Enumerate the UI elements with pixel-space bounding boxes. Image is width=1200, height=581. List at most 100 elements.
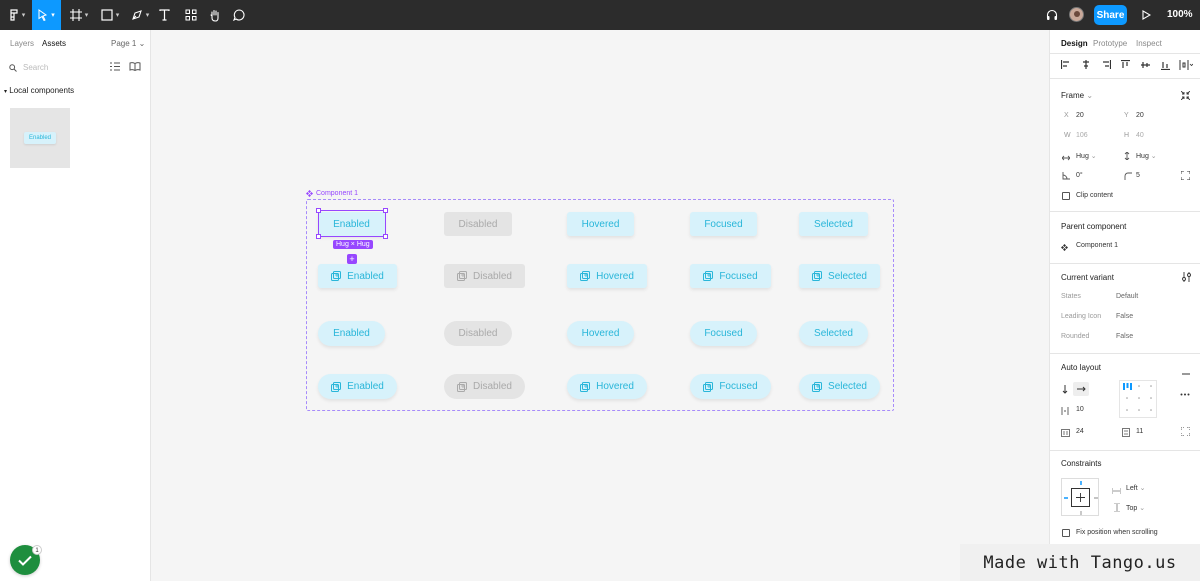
- list-view-icon[interactable]: [110, 62, 120, 74]
- variant-button-enabled[interactable]: Enabled: [318, 264, 397, 288]
- variant-button-disabled[interactable]: Disabled: [444, 264, 525, 288]
- variant-button-enabled[interactable]: Enabled: [318, 212, 385, 236]
- audio-headphones-button[interactable]: [1044, 0, 1060, 30]
- variant-button-selected[interactable]: Selected: [799, 321, 868, 346]
- resources-tool-button[interactable]: [182, 0, 200, 30]
- component-set-frame[interactable]: [306, 199, 894, 411]
- tab-prototype[interactable]: Prototype: [1093, 39, 1128, 48]
- h-input[interactable]: 40: [1136, 132, 1144, 139]
- height-mode-value: Hug: [1136, 153, 1149, 160]
- height-mode-select[interactable]: Hug ⌄: [1136, 152, 1157, 160]
- variant-properties-icon[interactable]: [1182, 272, 1191, 285]
- user-avatar[interactable]: [1069, 7, 1084, 22]
- spacing-input[interactable]: 10: [1076, 406, 1084, 413]
- distribute-icon[interactable]: [1179, 60, 1194, 73]
- vertical-padding-input[interactable]: 11: [1136, 428, 1144, 435]
- y-input[interactable]: 20: [1136, 112, 1144, 119]
- variant-button-disabled[interactable]: Disabled: [444, 321, 512, 346]
- align-left-icon[interactable]: [1060, 60, 1071, 72]
- variant-prop-label: Leading Icon: [1061, 313, 1102, 320]
- share-button[interactable]: Share: [1094, 5, 1127, 25]
- chevron-down-icon: ⌄: [1086, 91, 1094, 100]
- hand-tool-button[interactable]: [206, 0, 224, 30]
- resize-handle[interactable]: [383, 234, 388, 239]
- align-middle-v-icon[interactable]: [1141, 60, 1150, 73]
- direction-horizontal-icon[interactable]: [1073, 382, 1089, 396]
- constraint-widget[interactable]: [1061, 478, 1099, 516]
- horizontal-padding-input[interactable]: 24: [1076, 428, 1084, 435]
- asset-search-input[interactable]: Search: [9, 63, 48, 72]
- more-options-icon[interactable]: [1180, 387, 1190, 399]
- copy-icon: [703, 271, 714, 281]
- horizontal-constraint-select[interactable]: Left ⌄: [1126, 484, 1146, 492]
- tab-design[interactable]: Design: [1061, 39, 1088, 48]
- direction-vertical-icon[interactable]: [1062, 385, 1068, 397]
- remove-auto-layout-icon[interactable]: [1182, 366, 1190, 378]
- variant-button-selected[interactable]: Selected: [799, 374, 880, 399]
- h-label: H: [1124, 132, 1130, 139]
- variant-button-hovered[interactable]: Hovered: [567, 374, 647, 399]
- copy-icon: [457, 381, 468, 392]
- clip-content-checkbox[interactable]: [1062, 192, 1070, 200]
- x-input[interactable]: 20: [1076, 112, 1084, 119]
- align-bottom-icon[interactable]: [1161, 60, 1170, 73]
- tab-assets[interactable]: Assets: [42, 39, 67, 48]
- variant-button-selected[interactable]: Selected: [799, 212, 868, 236]
- variant-button-focused[interactable]: Focused: [690, 212, 757, 236]
- tab-layers[interactable]: Layers: [10, 39, 35, 48]
- vertical-constraint-select[interactable]: Top ⌄: [1126, 504, 1145, 512]
- component-set-label[interactable]: Component 1: [306, 190, 358, 197]
- variant-button-enabled[interactable]: Enabled: [318, 374, 397, 399]
- variant-button-focused[interactable]: Focused: [690, 264, 771, 288]
- local-components-header[interactable]: ▾ Local components: [4, 86, 74, 95]
- variant-button-focused[interactable]: Focused: [690, 374, 771, 399]
- variant-button-selected[interactable]: Selected: [799, 264, 880, 288]
- variant-prop-value[interactable]: False: [1116, 313, 1134, 320]
- width-mode-select[interactable]: Hug ⌄: [1076, 152, 1097, 160]
- component-thumbnail[interactable]: Enabled: [10, 108, 70, 168]
- selection-box[interactable]: [318, 210, 386, 237]
- variant-button-hovered[interactable]: Hovered: [567, 321, 634, 346]
- variant-prop-value[interactable]: False: [1116, 333, 1134, 340]
- resize-handle[interactable]: [316, 208, 321, 213]
- zoom-level[interactable]: 100%: [1167, 9, 1193, 20]
- individual-padding-icon[interactable]: [1180, 426, 1191, 439]
- frame-tool-button[interactable]: ▾: [66, 0, 92, 30]
- variant-button-label: Focused: [719, 381, 758, 392]
- library-book-icon[interactable]: [129, 62, 141, 74]
- align-top-icon[interactable]: [1121, 59, 1130, 73]
- right-panel: Design Prototype Inspect Frame ⌄ X 20 Y …: [1049, 30, 1200, 581]
- resize-handle[interactable]: [316, 234, 321, 239]
- page-selector[interactable]: Page 1 ⌄: [111, 39, 145, 48]
- pen-tool-button[interactable]: ▾: [127, 0, 153, 30]
- independent-corners-icon[interactable]: [1180, 170, 1191, 183]
- move-tool-button[interactable]: ▾: [32, 0, 61, 30]
- resize-handle[interactable]: [383, 208, 388, 213]
- frame-section-title[interactable]: Frame ⌄: [1061, 91, 1093, 100]
- vertical-constraint-value: Top: [1126, 505, 1138, 512]
- variant-button-hovered[interactable]: Hovered: [567, 212, 634, 236]
- main-menu-button[interactable]: ▾: [4, 0, 30, 30]
- fix-position-checkbox[interactable]: [1062, 529, 1070, 537]
- variant-button-disabled[interactable]: Disabled: [444, 374, 525, 399]
- comment-tool-button[interactable]: [230, 0, 248, 30]
- w-input[interactable]: 106: [1076, 132, 1088, 139]
- variant-button-disabled[interactable]: Disabled: [444, 212, 512, 236]
- add-variant-icon[interactable]: +: [347, 254, 357, 264]
- rotation-input[interactable]: 0°: [1076, 172, 1083, 179]
- tab-inspect[interactable]: Inspect: [1136, 39, 1162, 48]
- align-right-icon[interactable]: [1101, 60, 1112, 72]
- parent-component-link[interactable]: Component 1: [1076, 242, 1119, 249]
- present-button[interactable]: [1139, 0, 1153, 30]
- variant-button-hovered[interactable]: Hovered: [567, 264, 647, 288]
- shape-tool-button[interactable]: ▾: [97, 0, 123, 30]
- corner-radius-input[interactable]: 5: [1136, 172, 1140, 179]
- alignment-grid[interactable]: [1119, 380, 1157, 418]
- variant-prop-value[interactable]: Default: [1116, 293, 1139, 300]
- variant-button-enabled[interactable]: Enabled: [318, 321, 385, 346]
- align-center-h-icon[interactable]: [1081, 60, 1091, 72]
- variant-button-focused[interactable]: Focused: [690, 321, 757, 346]
- text-tool-button[interactable]: [155, 0, 173, 30]
- resize-to-fit-icon[interactable]: [1180, 90, 1191, 103]
